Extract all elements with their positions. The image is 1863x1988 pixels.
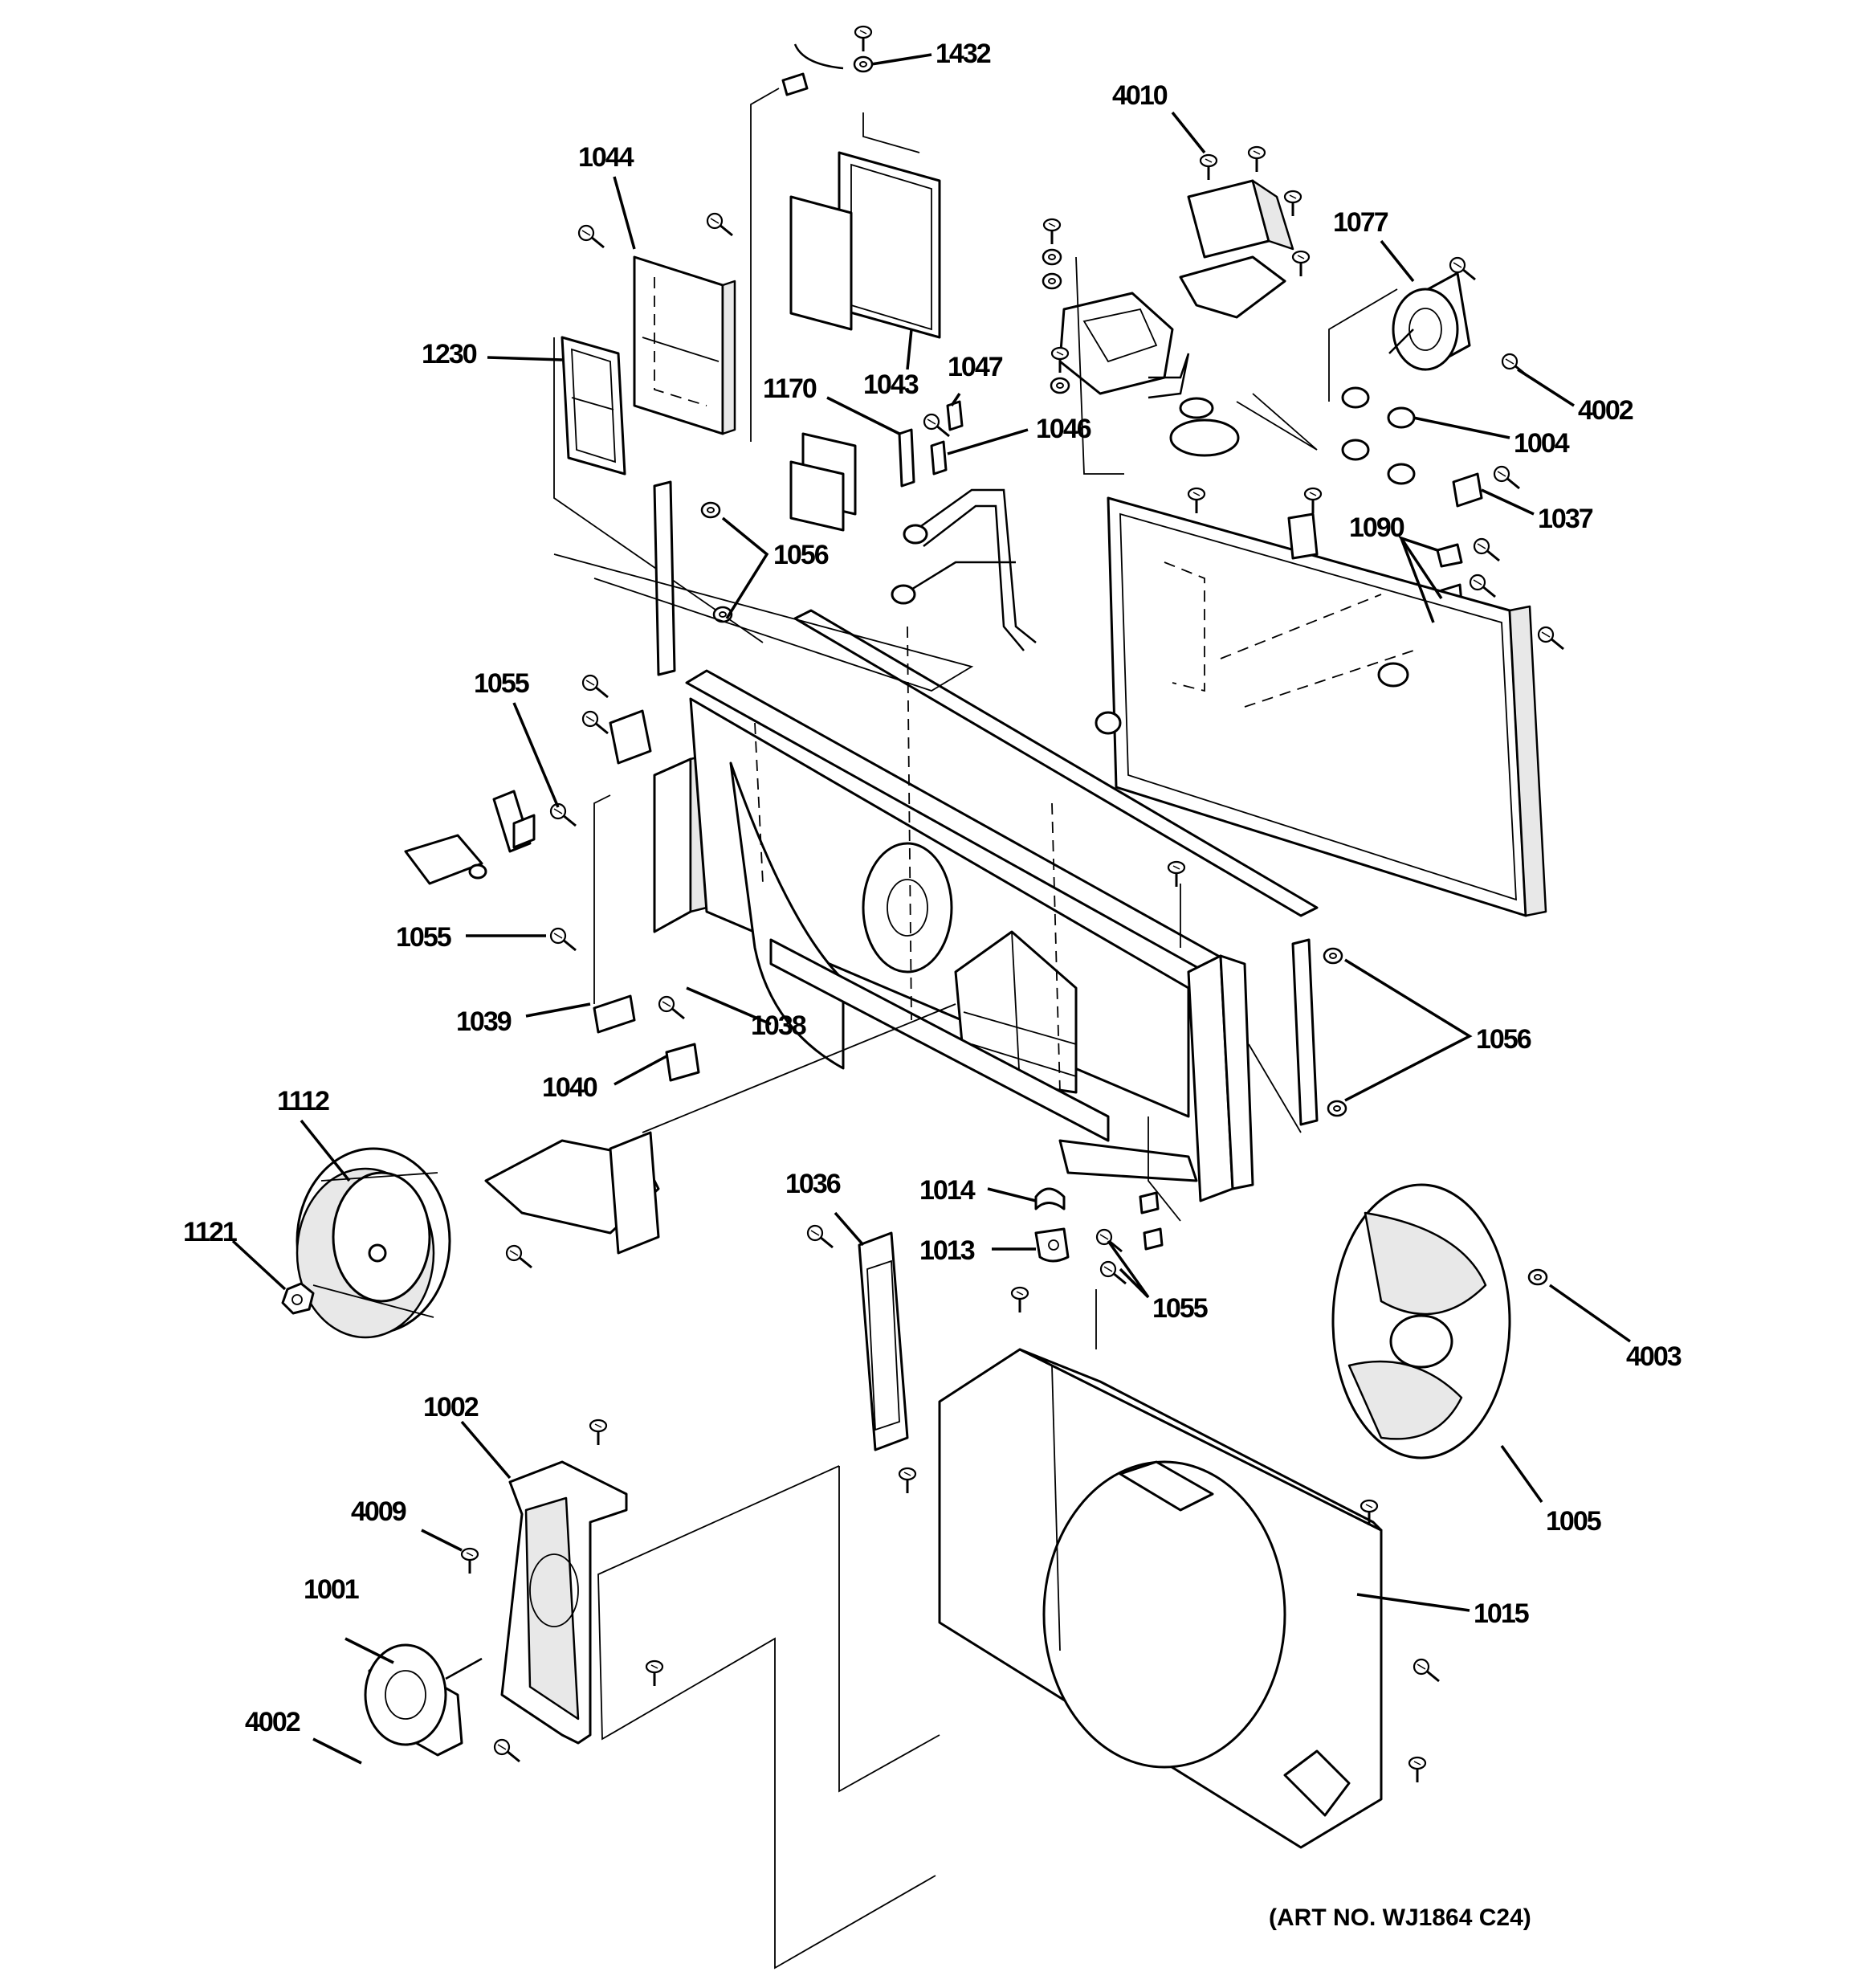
- callout-1056-top: 1056: [773, 540, 829, 570]
- clip-1037: [1452, 465, 1521, 508]
- art-number: (ART NO. WJ1864 C24): [1269, 1904, 1531, 1931]
- callout-1044: 1044: [578, 142, 634, 173]
- callout-1040: 1040: [542, 1072, 597, 1103]
- callout-4002-top: 4002: [1578, 395, 1633, 426]
- callout-1432: 1432: [936, 39, 991, 69]
- leader-lines: [231, 53, 1632, 1765]
- bushings-1004: [1341, 386, 1416, 485]
- motor-1077: [1328, 256, 1529, 402]
- callout-1005: 1005: [1546, 1506, 1601, 1537]
- pan-outline-2: [838, 1466, 940, 1793]
- callout-1039: 1039: [456, 1006, 512, 1037]
- callout-1055-bottom: 1055: [1152, 1293, 1208, 1324]
- callout-1001: 1001: [304, 1574, 359, 1605]
- callout-4009: 4009: [351, 1496, 406, 1527]
- callout-1036: 1036: [785, 1169, 841, 1199]
- blower-wheel-1112: [296, 1147, 451, 1339]
- callout-1077: 1077: [1333, 207, 1388, 238]
- callout-1046: 1046: [1036, 414, 1091, 444]
- grille-1044: [577, 212, 736, 435]
- pad-block: [789, 432, 857, 532]
- callout-1038: 1038: [751, 1010, 806, 1041]
- callout-labels: 1432 4010 1044 1077 1230 1043 1047 1170 …: [183, 39, 1683, 1737]
- switch-1039-1038-1040: [593, 794, 700, 1082]
- motor-mount-1002: [493, 1419, 664, 1763]
- hub-nut-1121: [281, 1282, 315, 1315]
- fan-1005: [1331, 1183, 1548, 1459]
- callout-1013: 1013: [919, 1235, 975, 1266]
- bracket-1055-top: [404, 674, 652, 952]
- callout-1090: 1090: [1349, 512, 1404, 543]
- callout-1056-right: 1056: [1476, 1024, 1531, 1055]
- filter-frame-1230: [553, 336, 764, 643]
- callout-1015: 1015: [1474, 1598, 1529, 1629]
- callout-1055-top: 1055: [474, 668, 529, 699]
- callout-1004: 1004: [1514, 428, 1570, 459]
- callout-1043: 1043: [863, 369, 919, 400]
- callout-1112: 1112: [277, 1086, 329, 1116]
- motor-1001: [364, 1547, 483, 1757]
- screws-1055-bottom: [1095, 1116, 1181, 1285]
- callout-1230: 1230: [422, 339, 477, 369]
- clamp-1013: [1034, 1227, 1070, 1263]
- scroll-cover: [484, 1003, 956, 1269]
- gas-valve: [1042, 218, 1190, 475]
- pan-outline: [597, 1465, 936, 1970]
- drain-tube-1046: [891, 488, 1037, 651]
- callout-1014: 1014: [919, 1175, 976, 1206]
- shroud-1015: [898, 1286, 1441, 1849]
- clamp-1014: [1034, 1187, 1066, 1210]
- callout-4002-bottom: 4002: [245, 1707, 300, 1737]
- transformer-4010: [1179, 145, 1311, 319]
- callout-1170: 1170: [763, 374, 817, 404]
- rear-panel: [1095, 393, 1547, 917]
- callout-1037: 1037: [1538, 504, 1593, 534]
- callout-1047: 1047: [948, 352, 1003, 382]
- callout-1055-mid: 1055: [396, 922, 451, 953]
- callout-4010: 4010: [1112, 80, 1168, 111]
- strip-1056-left: [553, 480, 974, 692]
- strip-1056-right: [1248, 938, 1347, 1133]
- callout-1002: 1002: [423, 1392, 479, 1423]
- callout-1121: 1121: [183, 1217, 237, 1247]
- wire-clip-1432: [750, 25, 874, 442]
- callout-4003: 4003: [1626, 1341, 1682, 1372]
- strip-1036: [806, 1224, 909, 1451]
- igniter: [1169, 397, 1240, 515]
- filter-1043: [789, 112, 941, 339]
- bracket-1170: [898, 400, 964, 488]
- main-chassis: [653, 609, 1319, 1202]
